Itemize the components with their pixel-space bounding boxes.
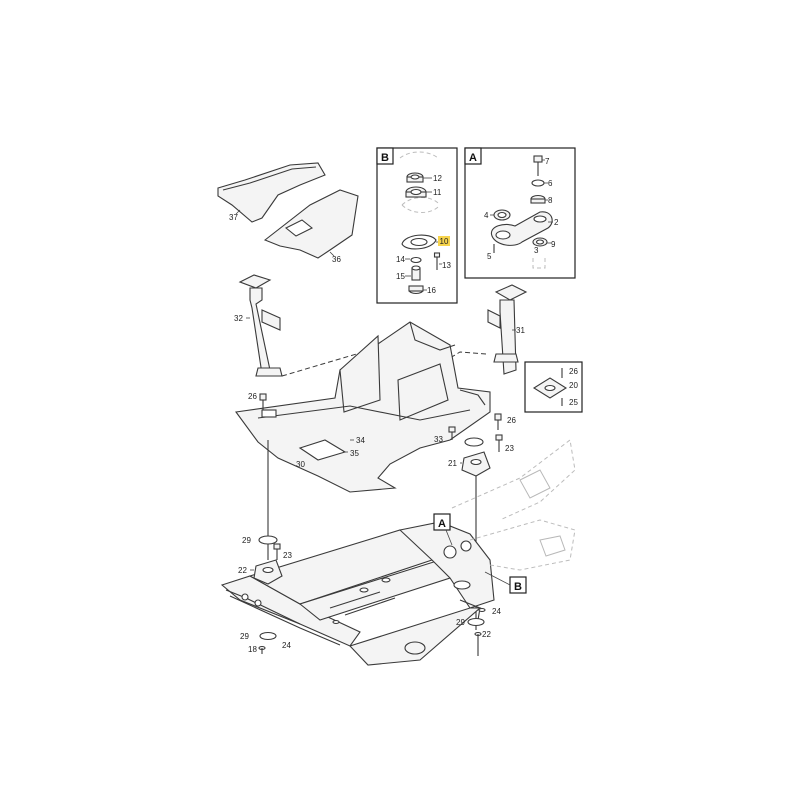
callout-2: 2 bbox=[554, 218, 559, 227]
mount-22-left[interactable] bbox=[253, 535, 283, 585]
callout-4: 4 bbox=[484, 211, 489, 220]
callout-24-lower-left: 24 bbox=[282, 641, 291, 650]
floor-support-32[interactable] bbox=[238, 274, 283, 377]
callout-10: 10 bbox=[440, 237, 449, 246]
detail-tag-b[interactable] bbox=[376, 147, 394, 165]
callout-8: 8 bbox=[548, 196, 553, 205]
floor-mat-36[interactable] bbox=[263, 189, 359, 259]
callout-12: 12 bbox=[433, 174, 442, 183]
bolt-26-left[interactable] bbox=[259, 393, 267, 410]
callout-26-inset: 26 bbox=[569, 367, 578, 376]
highlighted-callout-10[interactable] bbox=[438, 236, 450, 246]
detail-inset-mount bbox=[524, 361, 583, 413]
callout-9: 9 bbox=[551, 240, 556, 249]
callout-25: 25 bbox=[569, 398, 578, 407]
callout-7: 7 bbox=[545, 157, 550, 166]
floor-mat-37[interactable] bbox=[217, 162, 326, 223]
callout-13: 13 bbox=[442, 261, 451, 270]
callout-37: 37 bbox=[229, 213, 238, 222]
callout-30: 30 bbox=[296, 460, 305, 469]
bolt-26-right[interactable] bbox=[494, 413, 502, 430]
frame-tag-a-label: A bbox=[438, 518, 446, 530]
callout-14: 14 bbox=[396, 255, 405, 264]
callout-29-left: 29 bbox=[242, 536, 251, 545]
frame-tag-b[interactable]: B bbox=[484, 571, 527, 594]
detail-tag-a-label: A bbox=[469, 152, 477, 164]
callout-32: 32 bbox=[234, 314, 243, 323]
callout-35: 35 bbox=[350, 449, 359, 458]
callout-23-top: 23 bbox=[505, 444, 514, 453]
callout-33: 33 bbox=[434, 435, 443, 444]
floor-pan-30[interactable] bbox=[235, 321, 491, 493]
callout-31: 31 bbox=[516, 326, 525, 335]
mount-lower-left[interactable] bbox=[258, 631, 277, 655]
frame-tag-a[interactable]: A bbox=[433, 513, 453, 546]
chassis-frame[interactable] bbox=[220, 521, 495, 666]
floor-support-31[interactable] bbox=[487, 284, 528, 375]
callout-20: 20 bbox=[569, 381, 578, 390]
callout-24-right: 24 bbox=[492, 607, 501, 616]
callout-3: 3 bbox=[534, 246, 539, 255]
callout-21: 21 bbox=[448, 459, 457, 468]
detail-tag-b-label: B bbox=[381, 152, 389, 164]
callout-29-right: 29 bbox=[456, 618, 465, 627]
frame-tag-b-label: B bbox=[514, 581, 522, 593]
callout-26-left: 26 bbox=[248, 392, 257, 401]
detail-box-a: A bbox=[464, 147, 576, 279]
callout-5: 5 bbox=[487, 252, 492, 261]
callout-36: 36 bbox=[332, 255, 341, 264]
mount-21[interactable] bbox=[448, 426, 503, 477]
callout-26-right: 26 bbox=[507, 416, 516, 425]
callout-29-lower-left: 29 bbox=[240, 632, 249, 641]
callout-34: 34 bbox=[356, 436, 365, 445]
engine-background-outline bbox=[451, 439, 576, 571]
callout-6: 6 bbox=[548, 179, 553, 188]
mount-lower-right[interactable] bbox=[467, 607, 486, 657]
callout-22-left: 22 bbox=[238, 566, 247, 575]
callout-23-left: 23 bbox=[283, 551, 292, 560]
callout-11: 11 bbox=[433, 188, 442, 197]
callout-15: 15 bbox=[396, 272, 405, 281]
detail-box-b: B bbox=[376, 147, 458, 304]
detail-tag-a[interactable] bbox=[464, 147, 482, 165]
callout-22-right: 22 bbox=[482, 630, 491, 639]
callout-16: 16 bbox=[427, 286, 436, 295]
callout-18: 18 bbox=[248, 645, 257, 654]
